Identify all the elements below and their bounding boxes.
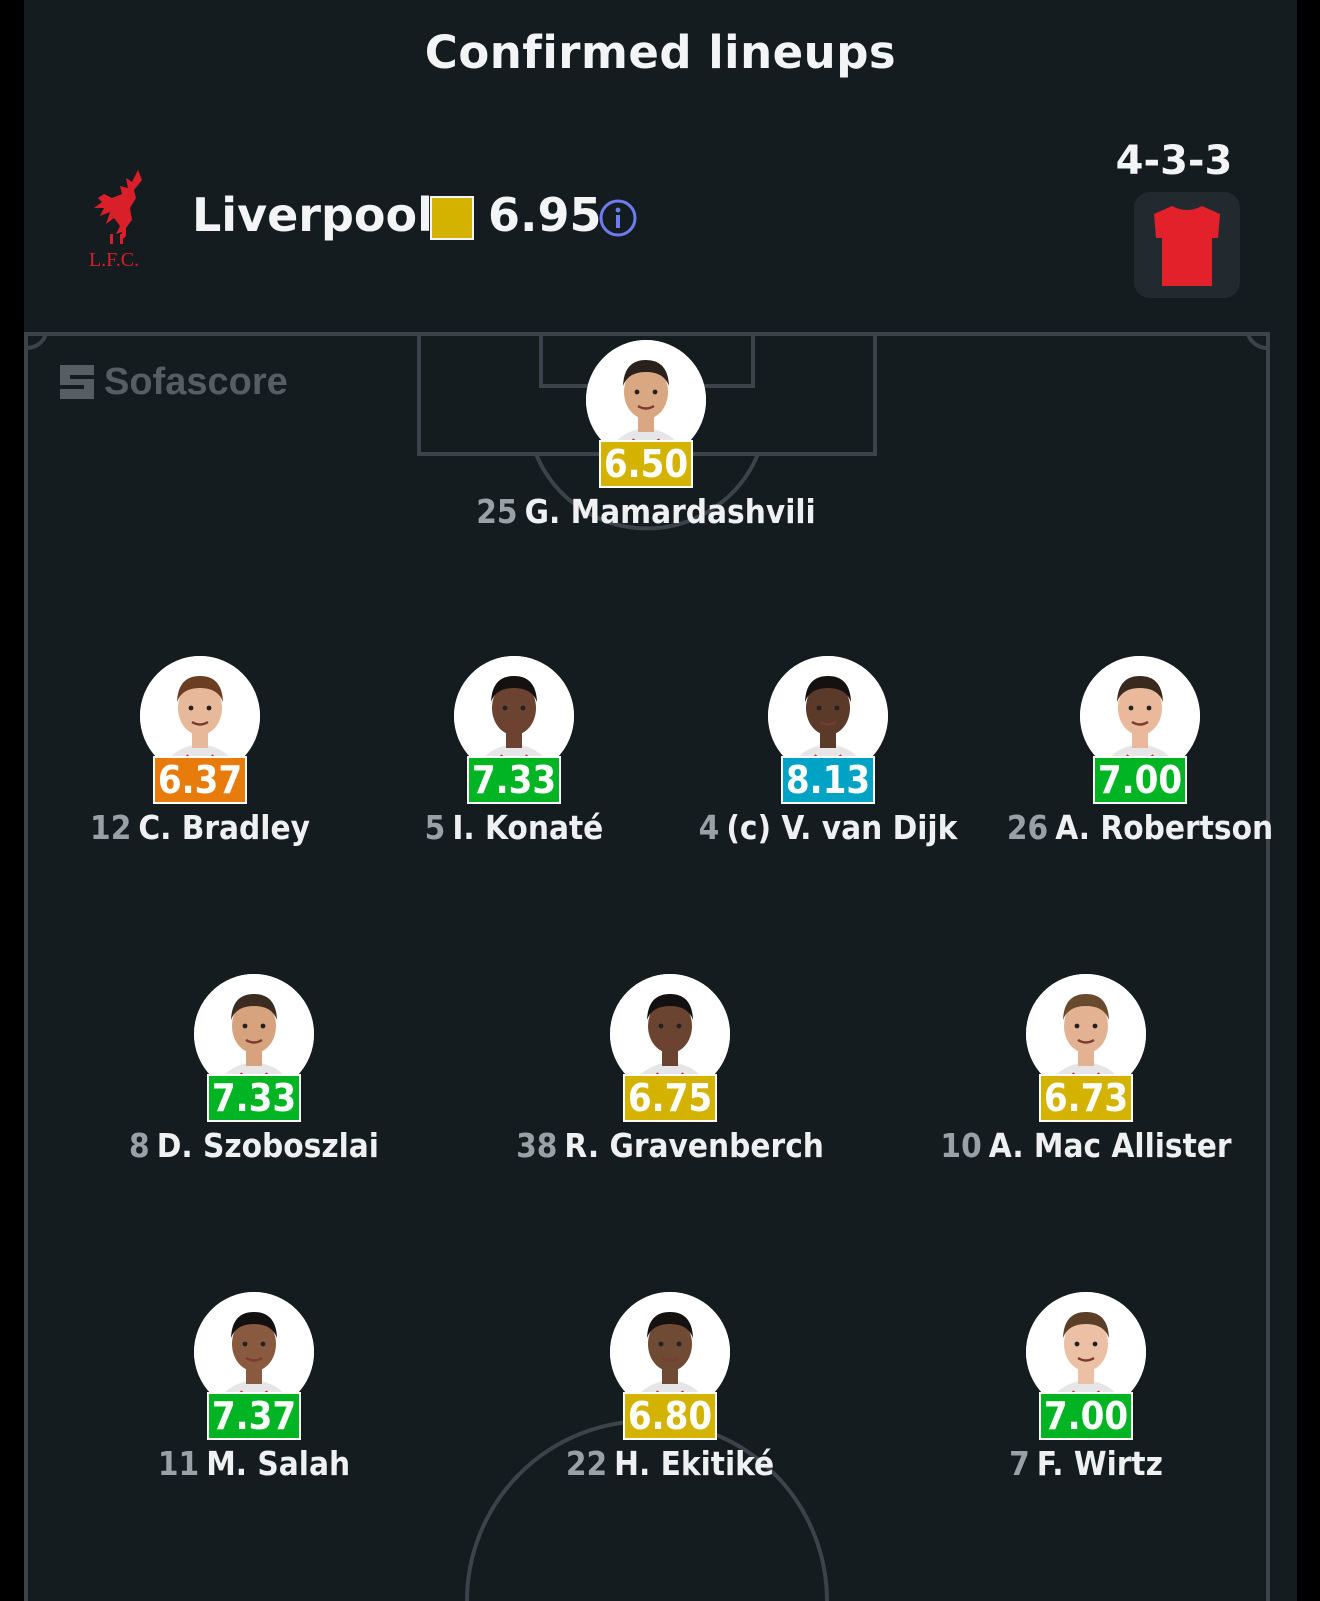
player-name: I. Konaté [452,808,604,847]
info-icon[interactable] [598,198,638,238]
player-rating-badge: 6.80 [623,1392,717,1440]
player-number: 12 [90,808,132,847]
player-number: 8 [129,1126,150,1165]
player-rating-badge: 7.33 [467,756,561,804]
player-number: 25 [476,492,518,531]
player-name: A. Robertson [1055,808,1274,847]
player-name: M. Salah [206,1444,351,1483]
sofascore-logo-icon [60,365,94,399]
player-rating-badge: 6.37 [153,756,247,804]
player-number: 4 [698,808,720,847]
player-rating-badge: 7.00 [1039,1392,1133,1440]
sofascore-watermark: Sofascore [58,360,288,403]
player-number: 5 [424,808,446,847]
player-name: R. Gravenberch [564,1126,824,1165]
player-number: 38 [516,1126,558,1165]
kit-selector-button[interactable] [1134,192,1240,298]
team-name: Liverpool [192,188,433,242]
player-number: 22 [565,1444,608,1483]
player-rating-badge: 7.00 [1093,756,1187,804]
player-number: 11 [157,1444,200,1483]
player-name: (c) V. van Dijk [726,808,958,847]
player-name: G. Mamardashvili [524,492,816,531]
player-name: F. Wirtz [1036,1444,1163,1483]
player-name: C. Bradley [138,808,310,847]
watermark-text: Sofascore [104,360,288,403]
player-rating-badge: 7.37 [207,1392,301,1440]
svg-text:L.F.C.: L.F.C. [89,249,139,271]
formation-label: 4-3-3 [1115,138,1233,184]
team-rating-swatch [430,196,474,240]
player-name: A. Mac Allister [988,1126,1232,1165]
shirt-icon [1154,206,1220,286]
player-number: 10 [940,1126,982,1165]
player-rating-badge: 6.75 [623,1074,717,1122]
player-rating-badge: 8.13 [781,756,875,804]
player-name: D. Szoboszlai [156,1126,379,1165]
page-title: Confirmed lineups [424,26,897,79]
lineup-panel: Confirmed lineups L.F.C. Liverpool 6.95 … [24,0,1297,1601]
player-rating-badge: 6.73 [1039,1074,1133,1122]
player-label[interactable]: 4(c) V. van Dijk [628,808,1028,847]
player-number: 26 [1006,808,1049,847]
team-crest-logo: L.F.C. [76,168,152,272]
player-rating-badge: 7.33 [207,1074,301,1122]
player-card[interactable]: 8.13 4(c) V. van Dijk [658,656,998,866]
player-number: 7 [1009,1444,1030,1483]
team-average-rating: 6.95 [488,188,602,242]
player-rating-badge: 6.50 [599,440,693,488]
player-name: H. Ekitiké [614,1444,775,1483]
